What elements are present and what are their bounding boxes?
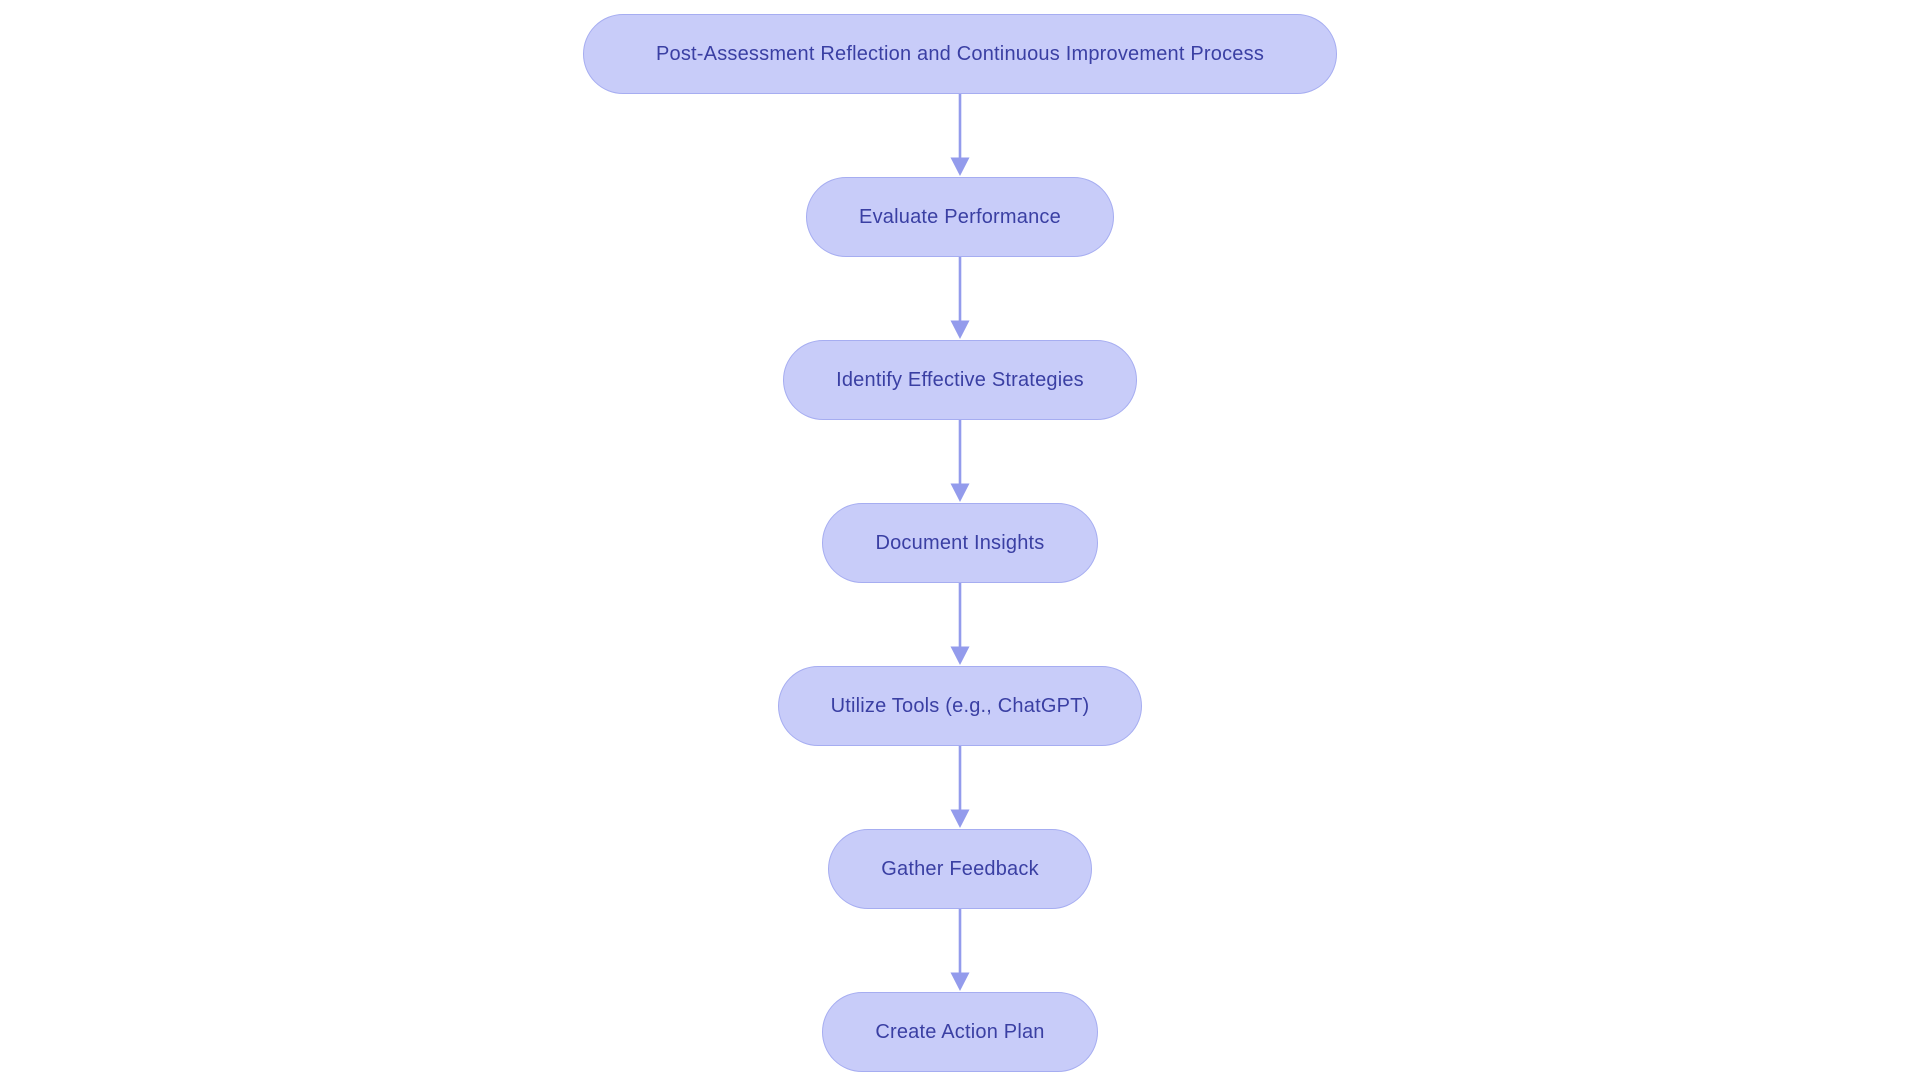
- flow-node-label: Document Insights: [875, 531, 1045, 554]
- flow-node-document-insights: Document Insights: [822, 503, 1098, 583]
- flow-node-label: Gather Feedback: [881, 857, 1039, 880]
- flow-arrow-icon: [950, 583, 970, 665]
- flow-node-evaluate-performance: Evaluate Performance: [806, 177, 1114, 257]
- flow-node-label: Post-Assessment Reflection and Continuou…: [655, 42, 1265, 65]
- flow-arrow-icon: [950, 94, 970, 176]
- flow-node-label: Create Action Plan: [875, 1020, 1045, 1043]
- flow-arrow-icon: [950, 257, 970, 339]
- flow-node-identify-effective-strategies: Identify Effective Strategies: [783, 340, 1137, 420]
- flow-node-create-action-plan: Create Action Plan: [822, 992, 1098, 1072]
- flow-node-gather-feedback: Gather Feedback: [828, 829, 1092, 909]
- flow-arrow-icon: [950, 420, 970, 502]
- flow-arrow-icon: [950, 909, 970, 991]
- flow-node-label: Identify Effective Strategies: [836, 368, 1084, 391]
- flow-node-label: Evaluate Performance: [859, 205, 1061, 228]
- flow-node-label: Utilize Tools (e.g., ChatGPT): [830, 694, 1090, 717]
- flow-arrow-icon: [950, 746, 970, 828]
- flow-node-utilize-tools: Utilize Tools (e.g., ChatGPT): [777, 666, 1143, 746]
- flow-node-post-assessment-title: Post-Assessment Reflection and Continuou…: [582, 14, 1338, 94]
